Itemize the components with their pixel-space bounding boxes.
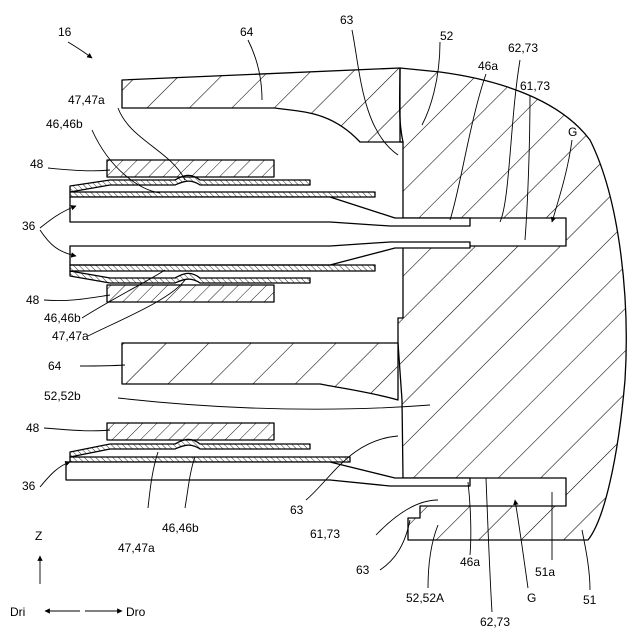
label-ref-g-bottom: G	[527, 591, 536, 605]
leader-48-top	[48, 168, 110, 171]
label-ref-52-52b: 52,52b	[44, 389, 81, 403]
leader-52-52b	[118, 398, 430, 409]
label-ref-51: 51	[583, 593, 597, 607]
label-ref-47-47a-low: 47,47a	[118, 541, 155, 555]
shell-46-low	[70, 457, 350, 462]
shell-47-mid	[70, 271, 310, 283]
axis-z-label: Z	[35, 529, 42, 543]
label-ref-63-top: 63	[340, 13, 354, 27]
leader-62-73-bottom	[486, 478, 492, 612]
label-ref-46-46b-low: 46,46b	[162, 521, 199, 535]
label-ref-64-top: 64	[240, 25, 254, 39]
label-ref-36-low: 36	[22, 479, 36, 493]
block-48-top	[107, 160, 274, 177]
label-ref-48-mid: 48	[26, 293, 40, 307]
label-ref-46-46b-mid: 46,46b	[44, 311, 81, 325]
block-48-mid	[107, 285, 274, 302]
leader-48-mid	[44, 295, 110, 301]
flange-64-mid	[122, 343, 398, 400]
label-ref-61-73-top: 61,73	[520, 79, 550, 93]
label-ref-36-top: 36	[22, 219, 36, 233]
leader-48-low	[44, 428, 110, 431]
label-ref-62-73-bottom: 62,73	[480, 615, 510, 629]
axis-dri-label: Dri	[10, 605, 25, 619]
label-ref-46a-bottom: 46a	[460, 555, 480, 569]
label-ref-46a-top: 46a	[478, 59, 498, 73]
label-ref-61-73-low: 61,73	[310, 527, 340, 541]
label-ref-63-low: 63	[290, 503, 304, 517]
shell-46-top	[70, 192, 375, 197]
label-ref-62-73-top: 62,73	[508, 41, 538, 55]
label-ref-52-52A: 52,52A	[406, 591, 444, 605]
label-ref-64-mid: 64	[48, 359, 62, 373]
housing-body	[398, 68, 626, 540]
shell-47-low	[70, 439, 310, 457]
label-ref-52: 52	[440, 29, 454, 43]
label-ref-46-46b-top: 46,46b	[46, 117, 83, 131]
label-ref-48-low: 48	[26, 421, 40, 435]
axis-dro-label: Dro	[126, 605, 146, 619]
leader-63-bottom	[380, 520, 410, 570]
arrow-16	[68, 42, 92, 58]
label-ref-63-bottom: 63	[356, 563, 370, 577]
label-ref-48-top: 48	[30, 157, 44, 171]
shell-46-mid	[70, 265, 375, 271]
label-ref-47-47a-top: 47,47a	[68, 93, 105, 107]
block-48-low	[107, 423, 274, 440]
label-ref-51a: 51a	[535, 565, 555, 579]
leader-64-mid	[80, 365, 125, 366]
label-ref-16: 16	[58, 25, 72, 39]
label-ref-g-top: G	[568, 125, 577, 139]
label-ref-47-47a-mid: 47,47a	[52, 329, 89, 343]
shell-47-top	[70, 175, 310, 192]
